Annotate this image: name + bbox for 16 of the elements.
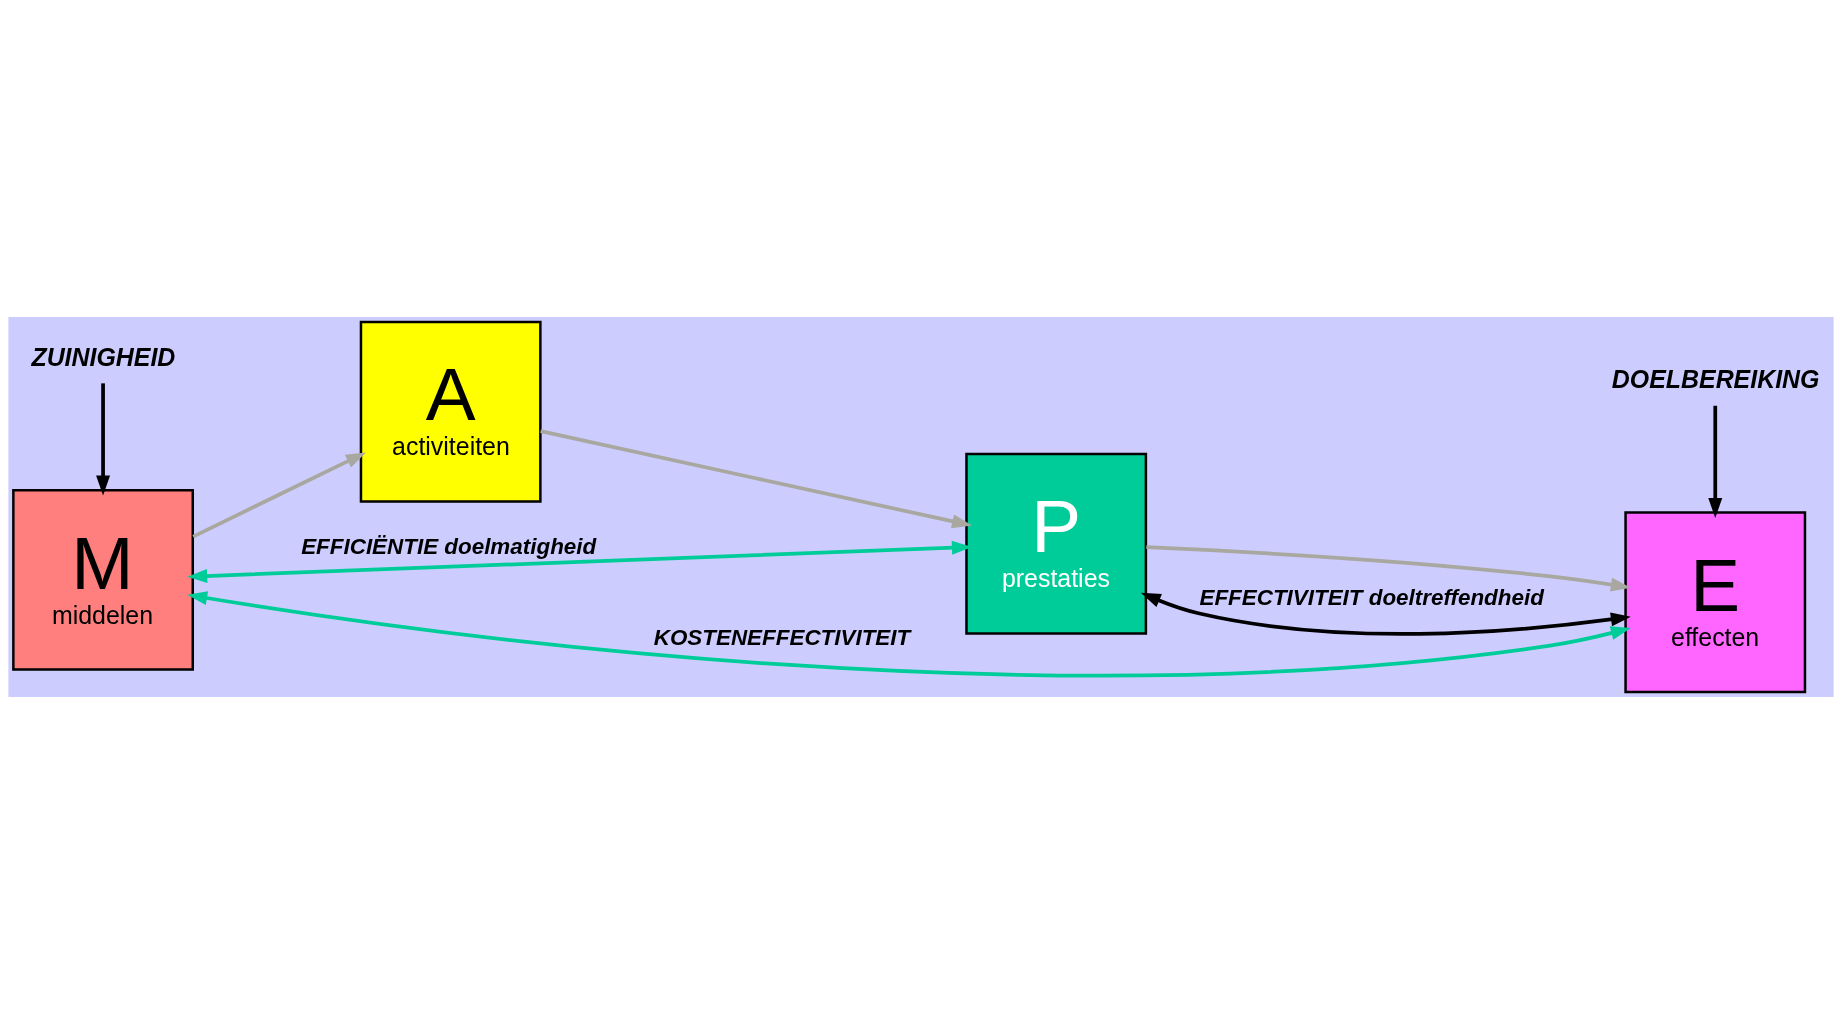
arrow xyxy=(540,428,972,528)
node-text: DOELBEREIKING xyxy=(1611,364,1820,393)
arrow xyxy=(1140,592,1631,636)
arrow xyxy=(1708,405,1723,518)
edge-label: EFFICIËNTIE doelmatigheid xyxy=(301,533,597,559)
node-text: ZUINIGHEID xyxy=(31,342,176,371)
arrow xyxy=(187,590,1631,677)
edge-label: KOSTENEFFECTIVITEIT xyxy=(653,624,911,650)
arrow xyxy=(96,382,111,496)
node-box: M middelen xyxy=(12,488,194,671)
node-box: P prestaties xyxy=(965,452,1148,635)
arrow xyxy=(1146,544,1631,591)
edge-label: EFFECTIVITEIT doeltreffendheid xyxy=(1199,584,1544,610)
arrow xyxy=(192,451,366,538)
node-box: E effecten xyxy=(1624,510,1807,693)
node-box: A activiteiten xyxy=(359,320,542,503)
